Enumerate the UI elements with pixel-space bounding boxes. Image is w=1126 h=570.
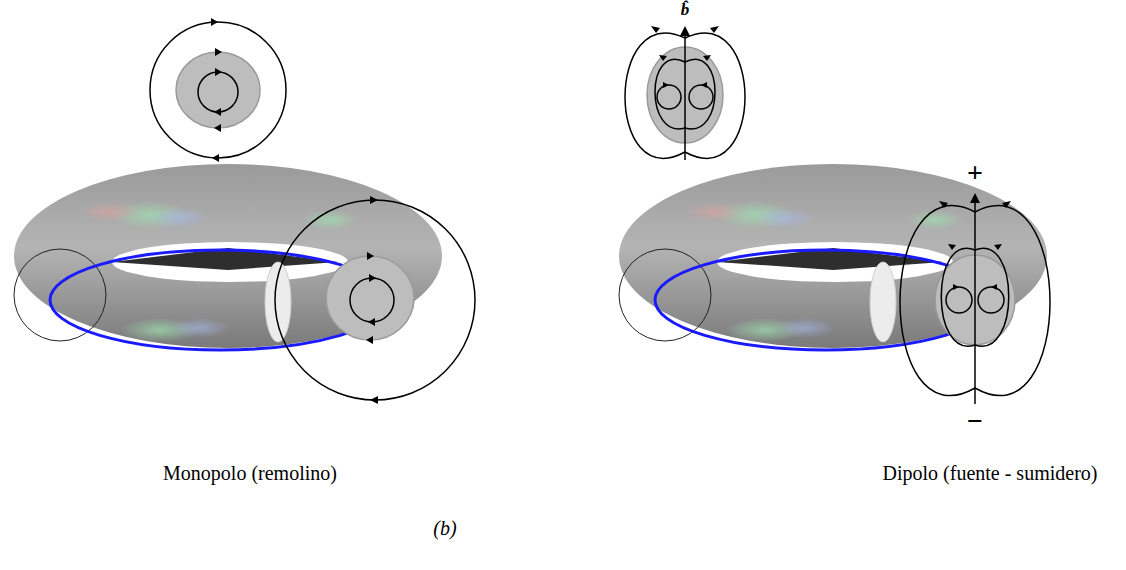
torus-dipole (619, 164, 1050, 404)
caption: Monopolo (remolino) (163, 461, 337, 485)
polarity-sign: − (967, 404, 983, 438)
panel-letter: (b) (433, 516, 456, 540)
dipole-detail (625, 26, 745, 160)
caption: Dipolo (fuente - sumidero) (883, 461, 1098, 485)
vector-label: b̂ (681, 0, 690, 20)
monopole-detail (150, 18, 286, 162)
polarity-sign: + (967, 156, 983, 190)
torus-monopole (14, 164, 475, 404)
